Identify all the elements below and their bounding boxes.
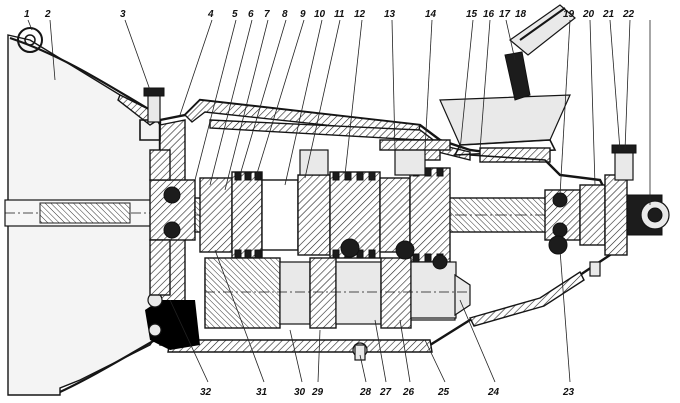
callout-14: 14 [425, 9, 437, 20]
callout-32: 32 [200, 387, 212, 398]
leader-lines [27, 19, 651, 383]
callout-15: 15 [466, 9, 478, 20]
callout-2: 2 [44, 9, 51, 20]
callout-13: 13 [384, 9, 396, 20]
callout-24: 24 [487, 387, 500, 398]
output-flange [544, 144, 670, 277]
callout-7: 7 [264, 9, 270, 20]
input-shaft [4, 199, 166, 227]
callout-1: 1 [24, 9, 30, 20]
callout-29: 29 [311, 387, 324, 398]
callout-22: 22 [622, 9, 635, 20]
callout-26: 26 [402, 387, 415, 398]
callout-4: 4 [207, 9, 214, 20]
callout-6: 6 [248, 9, 254, 20]
callout-16: 16 [483, 9, 495, 20]
callout-20: 20 [582, 9, 595, 20]
callout-27: 27 [379, 387, 392, 398]
callout-28: 28 [359, 387, 372, 398]
callout-11: 11 [334, 9, 345, 20]
callout-30: 30 [294, 387, 306, 398]
callout-18: 18 [515, 9, 527, 20]
callout-25: 25 [437, 387, 450, 398]
callout-21: 21 [602, 9, 615, 20]
main-shaft-gears [199, 139, 451, 263]
callout-3: 3 [120, 9, 126, 20]
callout-23: 23 [562, 387, 575, 398]
callout-12: 12 [354, 9, 366, 20]
callout-19: 19 [563, 9, 575, 20]
callout-10: 10 [314, 9, 326, 20]
callout-31: 31 [256, 387, 268, 398]
countershaft [204, 238, 471, 329]
callout-5: 5 [232, 9, 238, 20]
front-bearing [139, 87, 196, 296]
callout-labels: 1 2 3 4 5 6 7 8 9 10 11 12 13 14 15 16 1… [24, 9, 635, 398]
callout-8: 8 [282, 9, 288, 20]
callout-9: 9 [300, 9, 306, 20]
callout-17: 17 [499, 9, 511, 20]
